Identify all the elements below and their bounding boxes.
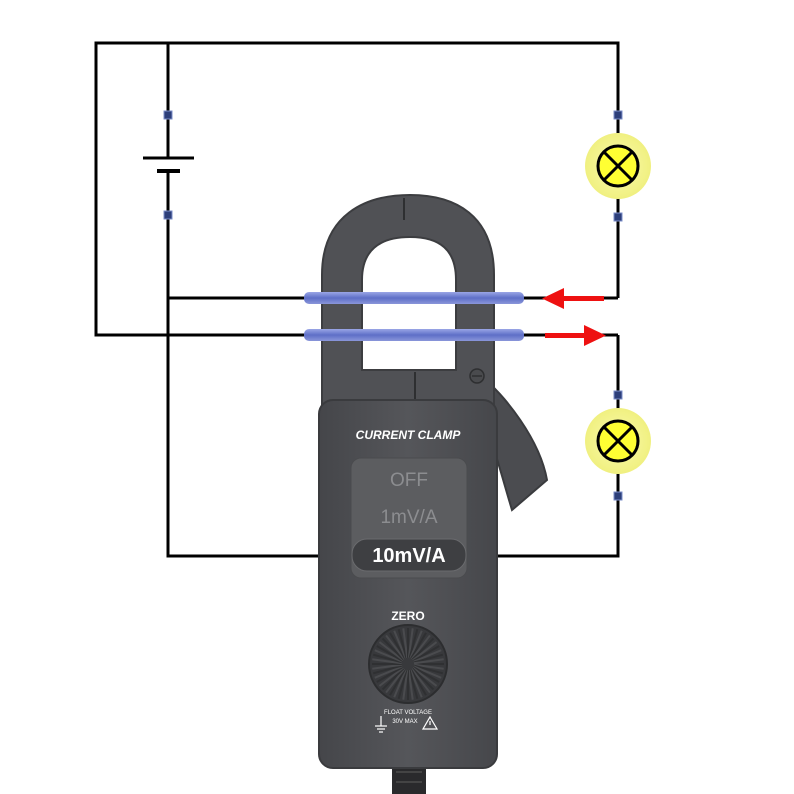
knob-knurl bbox=[374, 649, 403, 663]
knob-knurl bbox=[413, 649, 442, 663]
arrow-right-icon bbox=[545, 325, 606, 346]
clamp-jaw[interactable] bbox=[321, 193, 495, 411]
knob-knurl bbox=[412, 641, 438, 662]
terminal bbox=[613, 390, 623, 400]
clamp-cable bbox=[392, 765, 426, 794]
knob-knurl bbox=[411, 667, 435, 691]
knob-knurl bbox=[412, 645, 440, 662]
conductor-upper bbox=[304, 292, 524, 304]
mode-button-off[interactable]: OFF bbox=[390, 470, 428, 491]
terminal bbox=[613, 491, 623, 501]
knob-knurl bbox=[402, 669, 409, 700]
float-voltage-label: FLOAT VOLTAGE bbox=[384, 710, 432, 716]
terminal bbox=[163, 110, 173, 120]
mode-label-off: OFF bbox=[390, 470, 428, 491]
knob-knurl bbox=[407, 628, 414, 659]
knob-knurl bbox=[372, 663, 403, 670]
knob-knurl bbox=[372, 653, 403, 664]
knob-knurl bbox=[410, 668, 427, 696]
knob-knurl bbox=[378, 666, 404, 687]
knob-knurl bbox=[385, 634, 406, 660]
knob-knurl bbox=[374, 665, 403, 679]
knob-knurl bbox=[376, 645, 404, 662]
knob-knurl bbox=[410, 632, 427, 660]
knob-knurl bbox=[389, 632, 406, 660]
lamp-icon bbox=[585, 133, 651, 199]
conductors bbox=[304, 292, 524, 341]
knob-knurl bbox=[413, 653, 444, 664]
terminals bbox=[163, 110, 623, 501]
knob-knurl bbox=[412, 666, 438, 687]
knob-knurl bbox=[413, 664, 444, 675]
knob-knurl bbox=[397, 628, 408, 659]
knob-knurl bbox=[372, 658, 403, 665]
knob-knurl bbox=[409, 630, 423, 659]
knob-knurl bbox=[410, 668, 431, 694]
ground-icon bbox=[375, 716, 387, 733]
knob-knurl bbox=[372, 664, 403, 675]
knob-knurl bbox=[408, 628, 419, 659]
knob-knurl bbox=[389, 668, 406, 696]
terminal bbox=[613, 212, 623, 222]
knob-knurl bbox=[408, 669, 419, 700]
float-voltage-value: 30V MAX bbox=[392, 719, 417, 725]
lamp-icon bbox=[585, 408, 651, 474]
zero-label: ZERO bbox=[391, 609, 424, 623]
mode-label-1mv: 1mV/A bbox=[380, 507, 437, 528]
wire-outer-loop bbox=[94, 41, 620, 337]
knob-knurl bbox=[407, 669, 414, 700]
knob-knurl bbox=[381, 637, 405, 661]
terminal bbox=[163, 210, 173, 220]
mode-label-10mv: 10mV/A bbox=[372, 545, 445, 567]
knob-knurl bbox=[413, 658, 444, 665]
knob-knurl bbox=[412, 666, 440, 683]
knob-knurl bbox=[385, 668, 406, 694]
knob-knurl bbox=[410, 634, 431, 660]
knob-knurl bbox=[376, 666, 404, 683]
mode-button-1mv[interactable]: 1mV/A bbox=[380, 507, 437, 528]
knob-knurl bbox=[378, 641, 404, 662]
conductor-lower bbox=[304, 329, 524, 341]
knob-knurl bbox=[409, 669, 423, 698]
knob-knurl bbox=[413, 663, 444, 670]
zero-knob[interactable] bbox=[368, 624, 448, 704]
mode-selected-bg bbox=[351, 538, 467, 572]
knob-knurl bbox=[402, 628, 409, 659]
mode-button-10mv[interactable]: 10mV/A bbox=[351, 538, 467, 572]
knob-knurl bbox=[397, 669, 408, 700]
clamp-title: CURRENT CLAMP bbox=[356, 428, 462, 442]
knob-knurl bbox=[413, 665, 442, 679]
knob-knurl bbox=[393, 630, 407, 659]
terminal bbox=[613, 110, 623, 120]
current-clamp: CURRENT CLAMP OFF 1mV/A 10mV/A ZERO FLOA… bbox=[318, 193, 549, 794]
knob-knurl bbox=[411, 637, 435, 661]
wire-battery-bottom bbox=[166, 215, 325, 558]
knob-knurl bbox=[381, 667, 405, 691]
warning-icon bbox=[421, 715, 439, 730]
knob-knurl bbox=[393, 669, 407, 698]
battery-icon bbox=[143, 156, 194, 173]
arrow-left-icon bbox=[542, 288, 604, 309]
